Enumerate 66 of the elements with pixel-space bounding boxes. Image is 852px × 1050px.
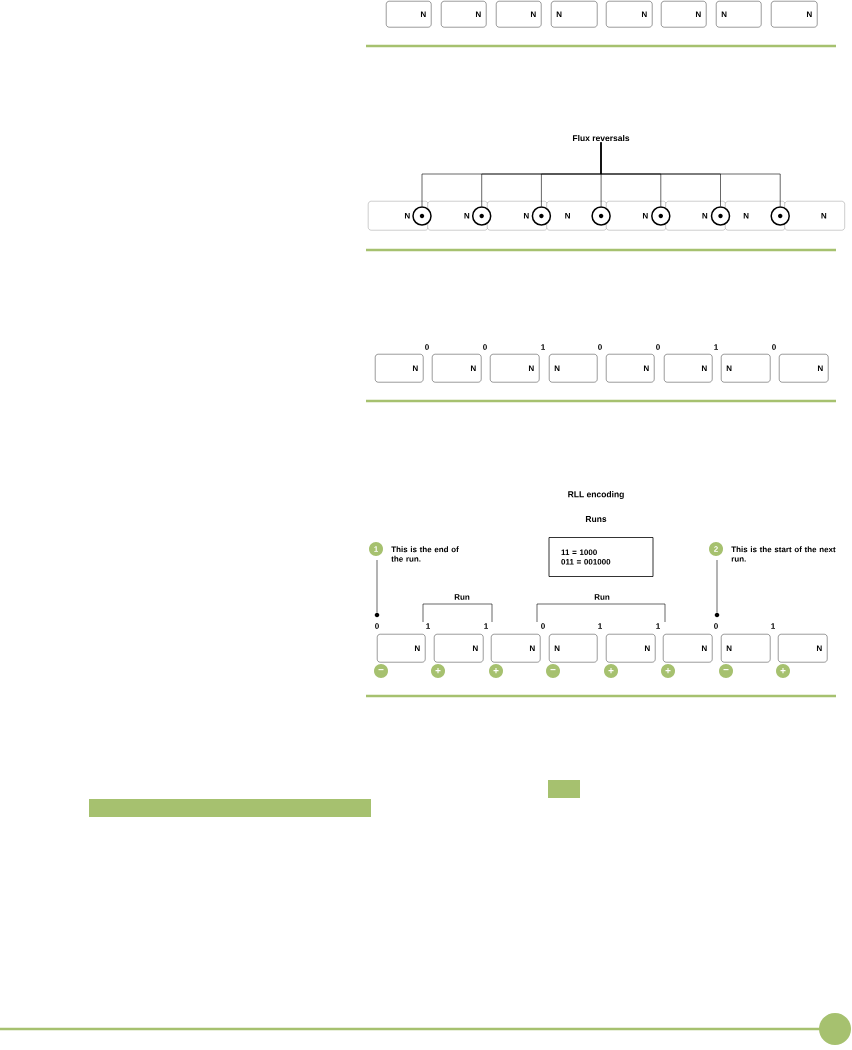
polarity-badge: + [604, 664, 618, 678]
polarity-badge: − [374, 664, 388, 678]
flux-reversal-circle [531, 206, 552, 226]
flux-reversal-circle [710, 206, 731, 226]
magnetic-domain-box: N [386, 1, 432, 28]
bit-value: 0 [375, 623, 379, 629]
callout-text: Flux reversals [573, 134, 630, 142]
magnetic-domain-box: N [771, 1, 818, 28]
bit-value: 0 [714, 623, 718, 629]
bit-value: 0 [656, 344, 660, 350]
callout-text: This is the start of the next run. [731, 546, 836, 562]
polarity-badge: + [661, 664, 675, 678]
leader-line [716, 559, 718, 613]
flux-reversal-circle [471, 206, 492, 226]
flux-reversal-circle [770, 206, 790, 226]
flux-reversal-circle [651, 206, 671, 226]
magnetic-domain-box: N [432, 354, 482, 383]
bit-value: 1 [426, 623, 430, 629]
magnetic-domain-box: N [778, 634, 828, 663]
magnetic-domain-box: N [377, 634, 426, 663]
magnetic-domain-box: N [549, 634, 598, 663]
polarity-badge: + [489, 664, 503, 678]
callout-number: 2 [709, 542, 723, 556]
magnetic-domain-box: N [551, 1, 598, 28]
bit-value: 0 [598, 344, 602, 350]
magnetic-domain-box: N [716, 1, 762, 28]
magnetic-domain-box: N [664, 354, 713, 383]
magnetic-domain-box: N [434, 634, 484, 663]
flux-reversal-circle [591, 206, 611, 226]
bit-value: 0 [772, 344, 776, 350]
bit-value: 0 [483, 344, 487, 350]
heading: Runs [585, 516, 607, 522]
callout-text: This is the end of the run. [391, 546, 459, 562]
magnetic-domain-box: N [606, 354, 655, 383]
magnetic-domain-box: N [549, 354, 598, 383]
magnetic-domain-box: N [606, 634, 656, 663]
leader-line [600, 142, 781, 207]
magnetic-domain-box: N [721, 354, 771, 383]
magnetic-domain-box: N [491, 634, 541, 663]
bit-value: 0 [425, 344, 429, 350]
bit-value: 1 [656, 623, 660, 629]
polarity-badge: − [719, 664, 733, 678]
magnetic-domain-box: N [779, 354, 829, 383]
bit-value: 1 [771, 623, 775, 629]
magnetic-domain-box: N [496, 1, 542, 28]
bit-value: 1 [714, 344, 718, 350]
bracket-label: Run [593, 593, 611, 601]
magnetic-domain-box: N [375, 354, 424, 383]
bracket-label: Run [453, 593, 471, 601]
magnetic-domain-box: N [606, 1, 653, 28]
leader-line [376, 559, 378, 613]
bit-value: 1 [598, 623, 602, 629]
callout-number: 1 [369, 542, 383, 556]
polarity-badge: + [431, 664, 445, 678]
magnetic-domain-box: N [721, 634, 771, 663]
bit-value: 1 [484, 623, 488, 629]
magnetic-domain-box: N [661, 1, 707, 28]
encoding-box: 11 = 1000 011 = 001000 [548, 537, 654, 577]
polarity-badge: + [776, 664, 790, 678]
heading: RLL encoding [568, 491, 624, 499]
polarity-badge: − [546, 664, 560, 678]
magnetic-domain-box: N [663, 634, 713, 663]
magnetic-domain-box: N [490, 354, 540, 383]
bit-value: 0 [541, 623, 545, 629]
bit-value: 1 [541, 344, 545, 350]
magnetic-domain-box: N [441, 1, 487, 28]
